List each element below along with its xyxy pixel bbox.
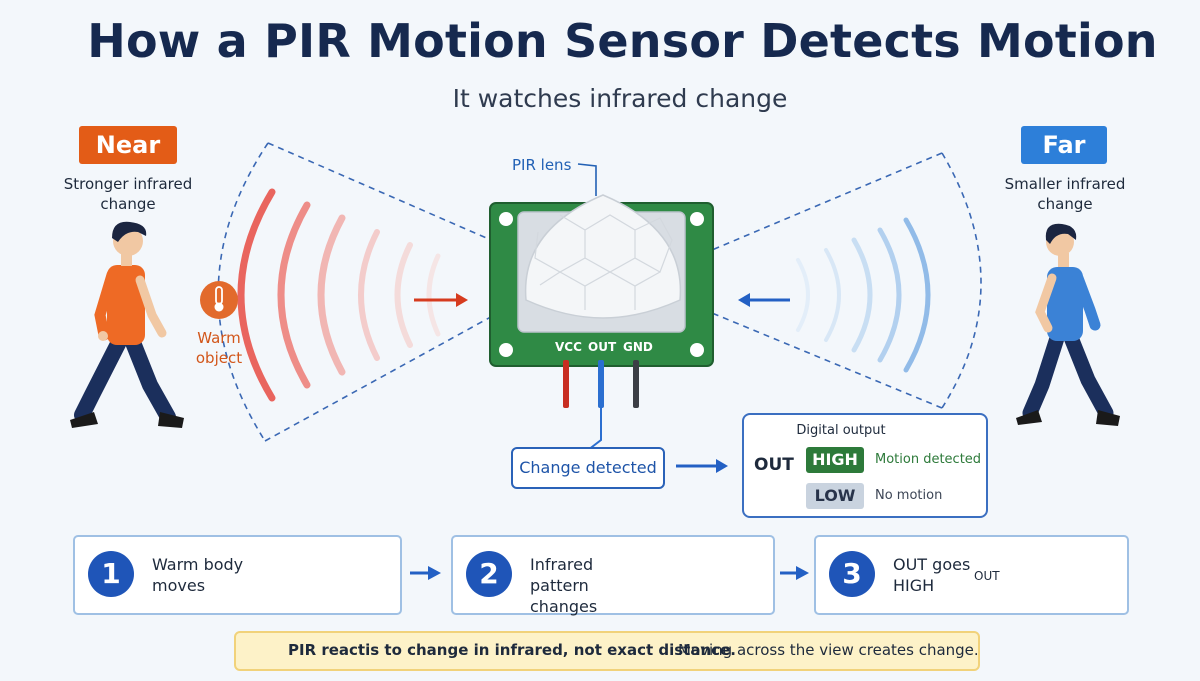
- step-card-2: 2 Infrared pattern changes: [451, 535, 775, 616]
- page-subtitle: It watches infrared change: [452, 84, 788, 113]
- digital-output-title: Digital output: [796, 423, 886, 438]
- step-arrow-2: [780, 566, 809, 580]
- pin-label-vcc: VCC: [555, 340, 582, 354]
- step-number: 3: [829, 551, 875, 597]
- near-infrared-waves: [237, 188, 441, 402]
- pin-label-gnd: GND: [623, 340, 653, 354]
- far-infrared-waves: [796, 217, 931, 373]
- step-card-3: 3 OUT goes HIGH OUT: [814, 535, 1129, 615]
- step-number: 2: [466, 551, 512, 597]
- step-card-1: 1 Warm body moves: [73, 535, 402, 615]
- step-text: Warm body moves: [152, 555, 244, 595]
- page-title: How a PIR Motion Sensor Detects Motion: [87, 14, 1158, 68]
- arrow-right-icon: [414, 293, 468, 307]
- pin-label-out: OUT: [588, 340, 617, 354]
- step-text: Infrared pattern changes: [530, 555, 598, 616]
- low-state-text: No motion: [875, 488, 943, 503]
- high-state-badge: HIGH: [806, 447, 864, 473]
- sensor-pins: [563, 360, 639, 408]
- low-state-badge: LOW: [806, 483, 864, 509]
- note-bold-text: PIR reactis to change in infrared, not e…: [288, 641, 736, 659]
- high-state-text: Motion detected: [875, 452, 982, 467]
- arrow-left-icon: [738, 293, 790, 307]
- step-arrow-1: [410, 566, 441, 580]
- near-tag: Near: [79, 126, 177, 164]
- change-detected-box: Change detected: [511, 447, 665, 489]
- out-graph-label: OUT: [974, 569, 1000, 583]
- far-detection-zone: [711, 152, 982, 409]
- digital-output-box: Digital output OUT HIGH Motion detected …: [742, 413, 988, 518]
- near-person-figure: [70, 221, 184, 428]
- arrow-right-icon: [676, 459, 728, 473]
- lens-leader-line: [577, 163, 597, 196]
- far-tag: Far: [1021, 126, 1107, 164]
- far-caption: Smaller infrared change: [1004, 175, 1126, 213]
- pir-sensor-board: [489, 194, 714, 367]
- warm-object-label: Warm object: [195, 329, 243, 367]
- out-label: OUT: [754, 455, 794, 475]
- out-signal-line: [587, 408, 602, 451]
- thermometer-icon: [200, 281, 238, 319]
- pir-lens-label: PIR lens: [512, 156, 572, 174]
- note-banner: PIR reactis to change in infrared, not e…: [234, 631, 980, 671]
- far-person-figure: [1016, 223, 1120, 426]
- note-text: Moving across the view creates change.: [678, 641, 979, 659]
- step-number: 1: [88, 551, 134, 597]
- near-caption: Stronger infrared change: [63, 175, 193, 213]
- step-text: OUT goes HIGH: [893, 555, 971, 595]
